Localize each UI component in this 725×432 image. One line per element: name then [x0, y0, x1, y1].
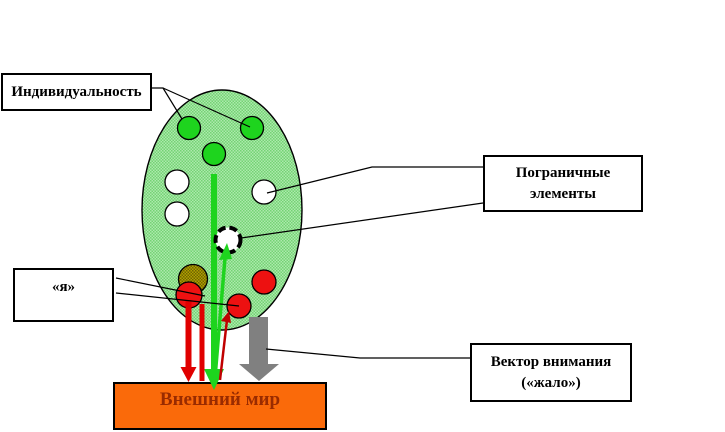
- self-label-box: «я»: [13, 268, 114, 322]
- connector-attention-to-gray-arrow: [265, 348, 470, 359]
- green-element-circle-1: [176, 115, 202, 141]
- individuality-label-box: Индивидуальность: [1, 73, 152, 111]
- connector-individuality-to-circle2: [162, 87, 251, 128]
- red-down-arrow-head-icon: [180, 367, 197, 382]
- green-up-arrow-shaft: [213, 257, 227, 379]
- connector-individuality-to-circle1: [152, 87, 183, 120]
- red-up-arrow-head-icon: [221, 311, 231, 323]
- red-up-arrow-shaft: [218, 319, 229, 381]
- connector-border-elements-to-white-circle: [266, 166, 483, 194]
- gray-arrow-shaft: [249, 317, 268, 364]
- border-elements-label-box: Пограничные элементы: [483, 155, 643, 212]
- connector-self-to-red-circle-3: [115, 292, 240, 307]
- white-element-circle-1: [164, 169, 190, 195]
- red-element-circle-3: [226, 293, 252, 319]
- boundary-element-dashed-circle: [213, 225, 243, 255]
- green-element-circle-2: [239, 115, 265, 141]
- green-element-circle-3: [201, 141, 227, 167]
- green-up-arrow-head-icon: [219, 243, 232, 260]
- external-world-box: Внешний мир: [113, 382, 327, 430]
- red-element-circle-1: [175, 281, 203, 309]
- white-element-circle-2: [164, 201, 190, 227]
- red-element-circle-2: [251, 269, 277, 295]
- attention-vector-label-box: Вектор внимания («жало»): [470, 343, 632, 402]
- white-element-circle-3: [251, 179, 277, 205]
- brown-element-circle: [177, 263, 209, 295]
- psyche-ellipse: [141, 89, 303, 331]
- connector-border-elements-to-dashed-circle: [240, 202, 484, 239]
- connector-self-to-red-circle-1: [115, 277, 206, 297]
- gray-arrow-head-icon: [239, 364, 279, 381]
